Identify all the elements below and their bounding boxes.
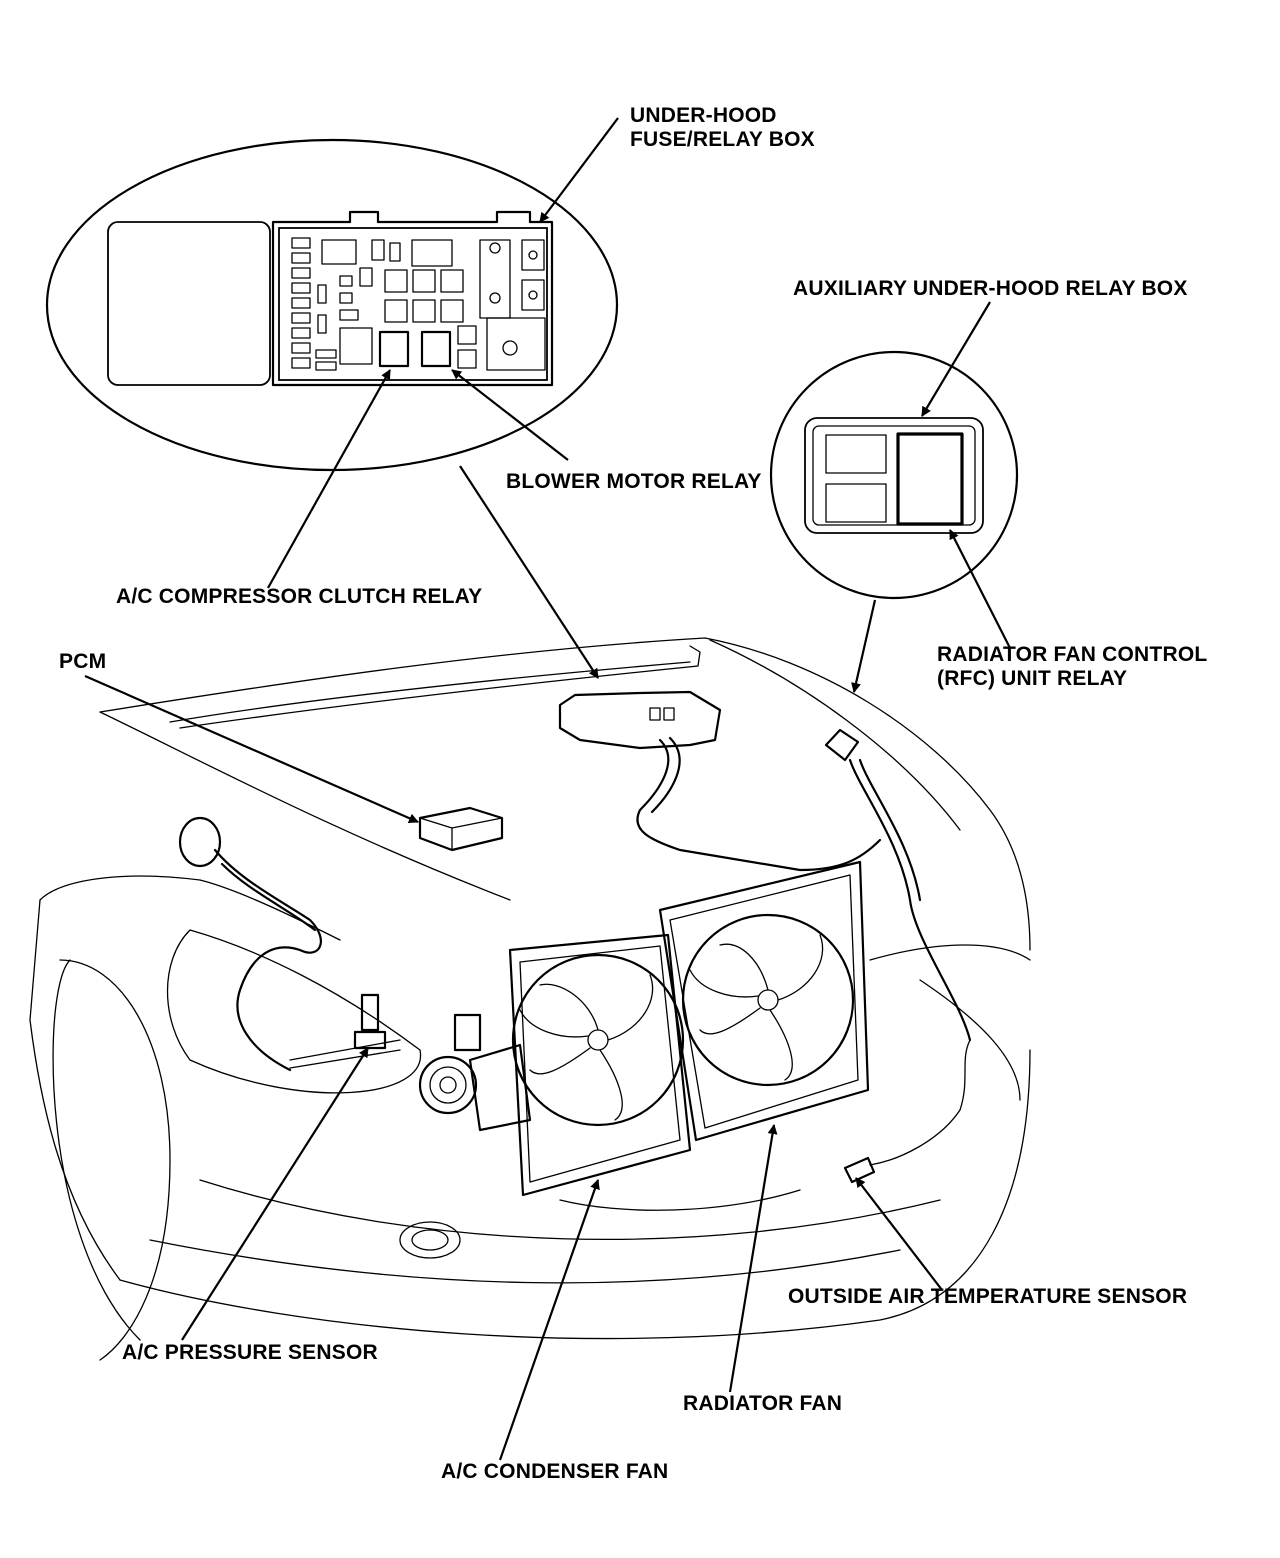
leader-pressure-sensor — [181, 1047, 369, 1341]
label-under-hood-box-line1: UNDER-HOOD — [630, 104, 777, 127]
under-hood-fuse-relay-box-callout — [45, 138, 619, 472]
label-pressure-sensor: A/C PRESSURE SENSOR — [122, 1341, 378, 1364]
label-under-hood-box-line2: FUSE/RELAY BOX — [630, 128, 815, 151]
callout-ellipse — [45, 138, 619, 472]
leader-compressor-relay — [267, 369, 391, 589]
callout-circle — [769, 350, 1019, 600]
label-blower-relay: BLOWER MOTOR RELAY — [506, 470, 762, 493]
fuse-box-drawing — [107, 210, 554, 387]
label-rfc-relay-line2: (RFC) UNIT RELAY — [937, 667, 1128, 690]
auxiliary-relay-box-callout — [769, 350, 1019, 600]
leader-aux-box — [921, 301, 991, 417]
label-outside-temp: OUTSIDE AIR TEMPERATURE SENSOR — [788, 1285, 1188, 1308]
leader-outside-temp — [855, 1177, 943, 1291]
leader-aux-box-location — [851, 599, 877, 693]
leader-lines — [84, 117, 1011, 1461]
leader-rfc-relay — [949, 529, 1011, 649]
vehicle-body — [29, 637, 1031, 1361]
engine-bay-components — [178, 690, 972, 1197]
label-compressor-relay: A/C COMPRESSOR CLUTCH RELAY — [116, 585, 483, 608]
leader-pcm — [84, 674, 419, 824]
leader-condenser-fan — [498, 1179, 600, 1461]
leader-under-hood-box — [539, 117, 619, 223]
label-radiator-fan: RADIATOR FAN — [683, 1392, 843, 1415]
leader-radiator-fan — [728, 1124, 778, 1393]
label-condenser-fan: A/C CONDENSER FAN — [441, 1460, 669, 1483]
leader-blower-relay — [451, 369, 569, 461]
label-rfc-relay-line1: RADIATOR FAN CONTROL — [937, 643, 1208, 666]
label-under-hood-box: UNDER-HOOD FUSE/RELAY BOX — [630, 104, 815, 152]
leader-fuse-box-location — [459, 465, 599, 679]
label-pcm: PCM — [59, 650, 107, 673]
label-aux-box: AUXILIARY UNDER-HOOD RELAY BOX — [793, 277, 1188, 300]
label-rfc-relay: RADIATOR FAN CONTROL (RFC) UNIT RELAY — [937, 643, 1207, 691]
